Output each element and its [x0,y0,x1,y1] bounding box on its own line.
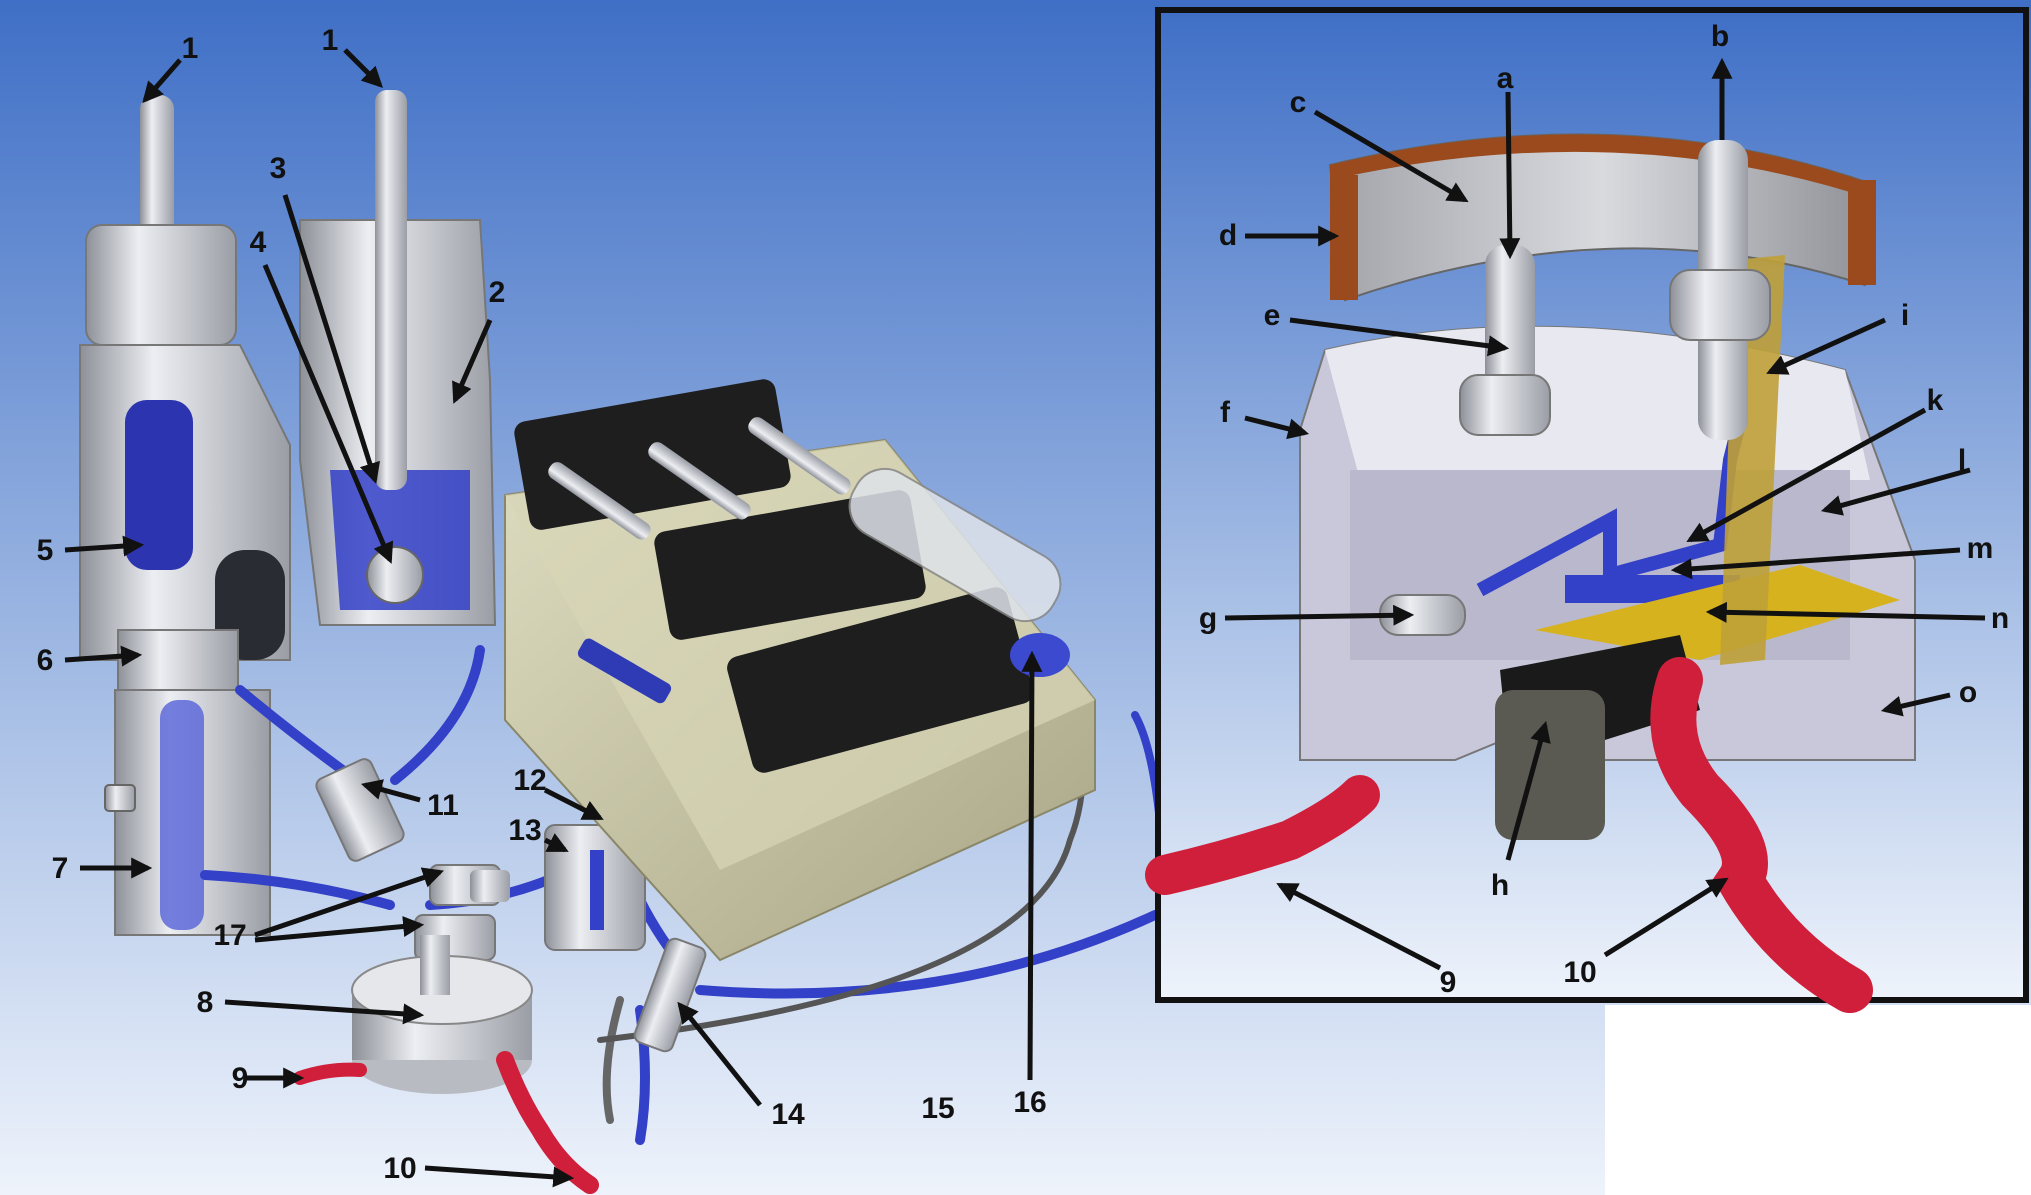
label-14: 14 [771,1098,805,1131]
label-n: n [1991,602,2009,635]
label-3: 3 [270,152,287,185]
flow-cell [351,935,533,1094]
label-9: 9 [232,1062,249,1095]
label-1-right: 1 [322,24,339,57]
label-15: 15 [921,1092,954,1125]
flow-block-channel [590,850,604,930]
label-16: 16 [1013,1086,1046,1119]
valve [315,758,405,862]
reference-electrode [125,400,193,570]
label-d: d [1219,219,1237,252]
label-b: b [1711,20,1729,53]
label-8: 8 [197,986,214,1019]
electrode-holder-block [104,629,271,936]
red-wire-inset-9 [1145,775,1380,895]
label-e: e [1264,299,1281,332]
syringe-pump [504,379,1096,962]
label-17: 17 [213,919,246,952]
label-f: f [1220,396,1231,429]
callout-labels: 1 1 2 3 4 5 6 7 8 9 10 11 12 13 14 15 16… [37,20,2010,1185]
label-o: o [1959,676,1977,709]
label-9-inset: 9 [1440,966,1457,999]
label-7: 7 [52,852,69,885]
label-10-inset: 10 [1563,956,1596,989]
label-l: l [1958,444,1966,477]
label-k: k [1927,384,1944,417]
label-1-left: 1 [182,32,199,65]
label-4: 4 [250,226,267,259]
reservoir-bottle-right-cutaway [299,90,497,626]
label-m: m [1967,532,1994,565]
label-13: 13 [508,814,541,847]
label-11: 11 [427,789,459,822]
red-wire-inset-10 [1650,657,1873,1013]
label-2: 2 [489,276,506,309]
label-h: h [1491,869,1509,902]
background-right-strip [1605,1005,2031,1195]
label-g: g [1199,602,1217,635]
label-c: c [1290,86,1307,119]
label-12: 12 [513,764,546,797]
callout-arrows [64,48,1986,1188]
label-a: a [1497,62,1514,95]
label-10: 10 [383,1152,416,1185]
label-5: 5 [37,534,54,567]
label-6: 6 [37,644,54,677]
inset-cell-cutaway [1299,133,1916,840]
label-i: i [1901,299,1909,332]
red-wire-left-9 [293,1062,367,1085]
